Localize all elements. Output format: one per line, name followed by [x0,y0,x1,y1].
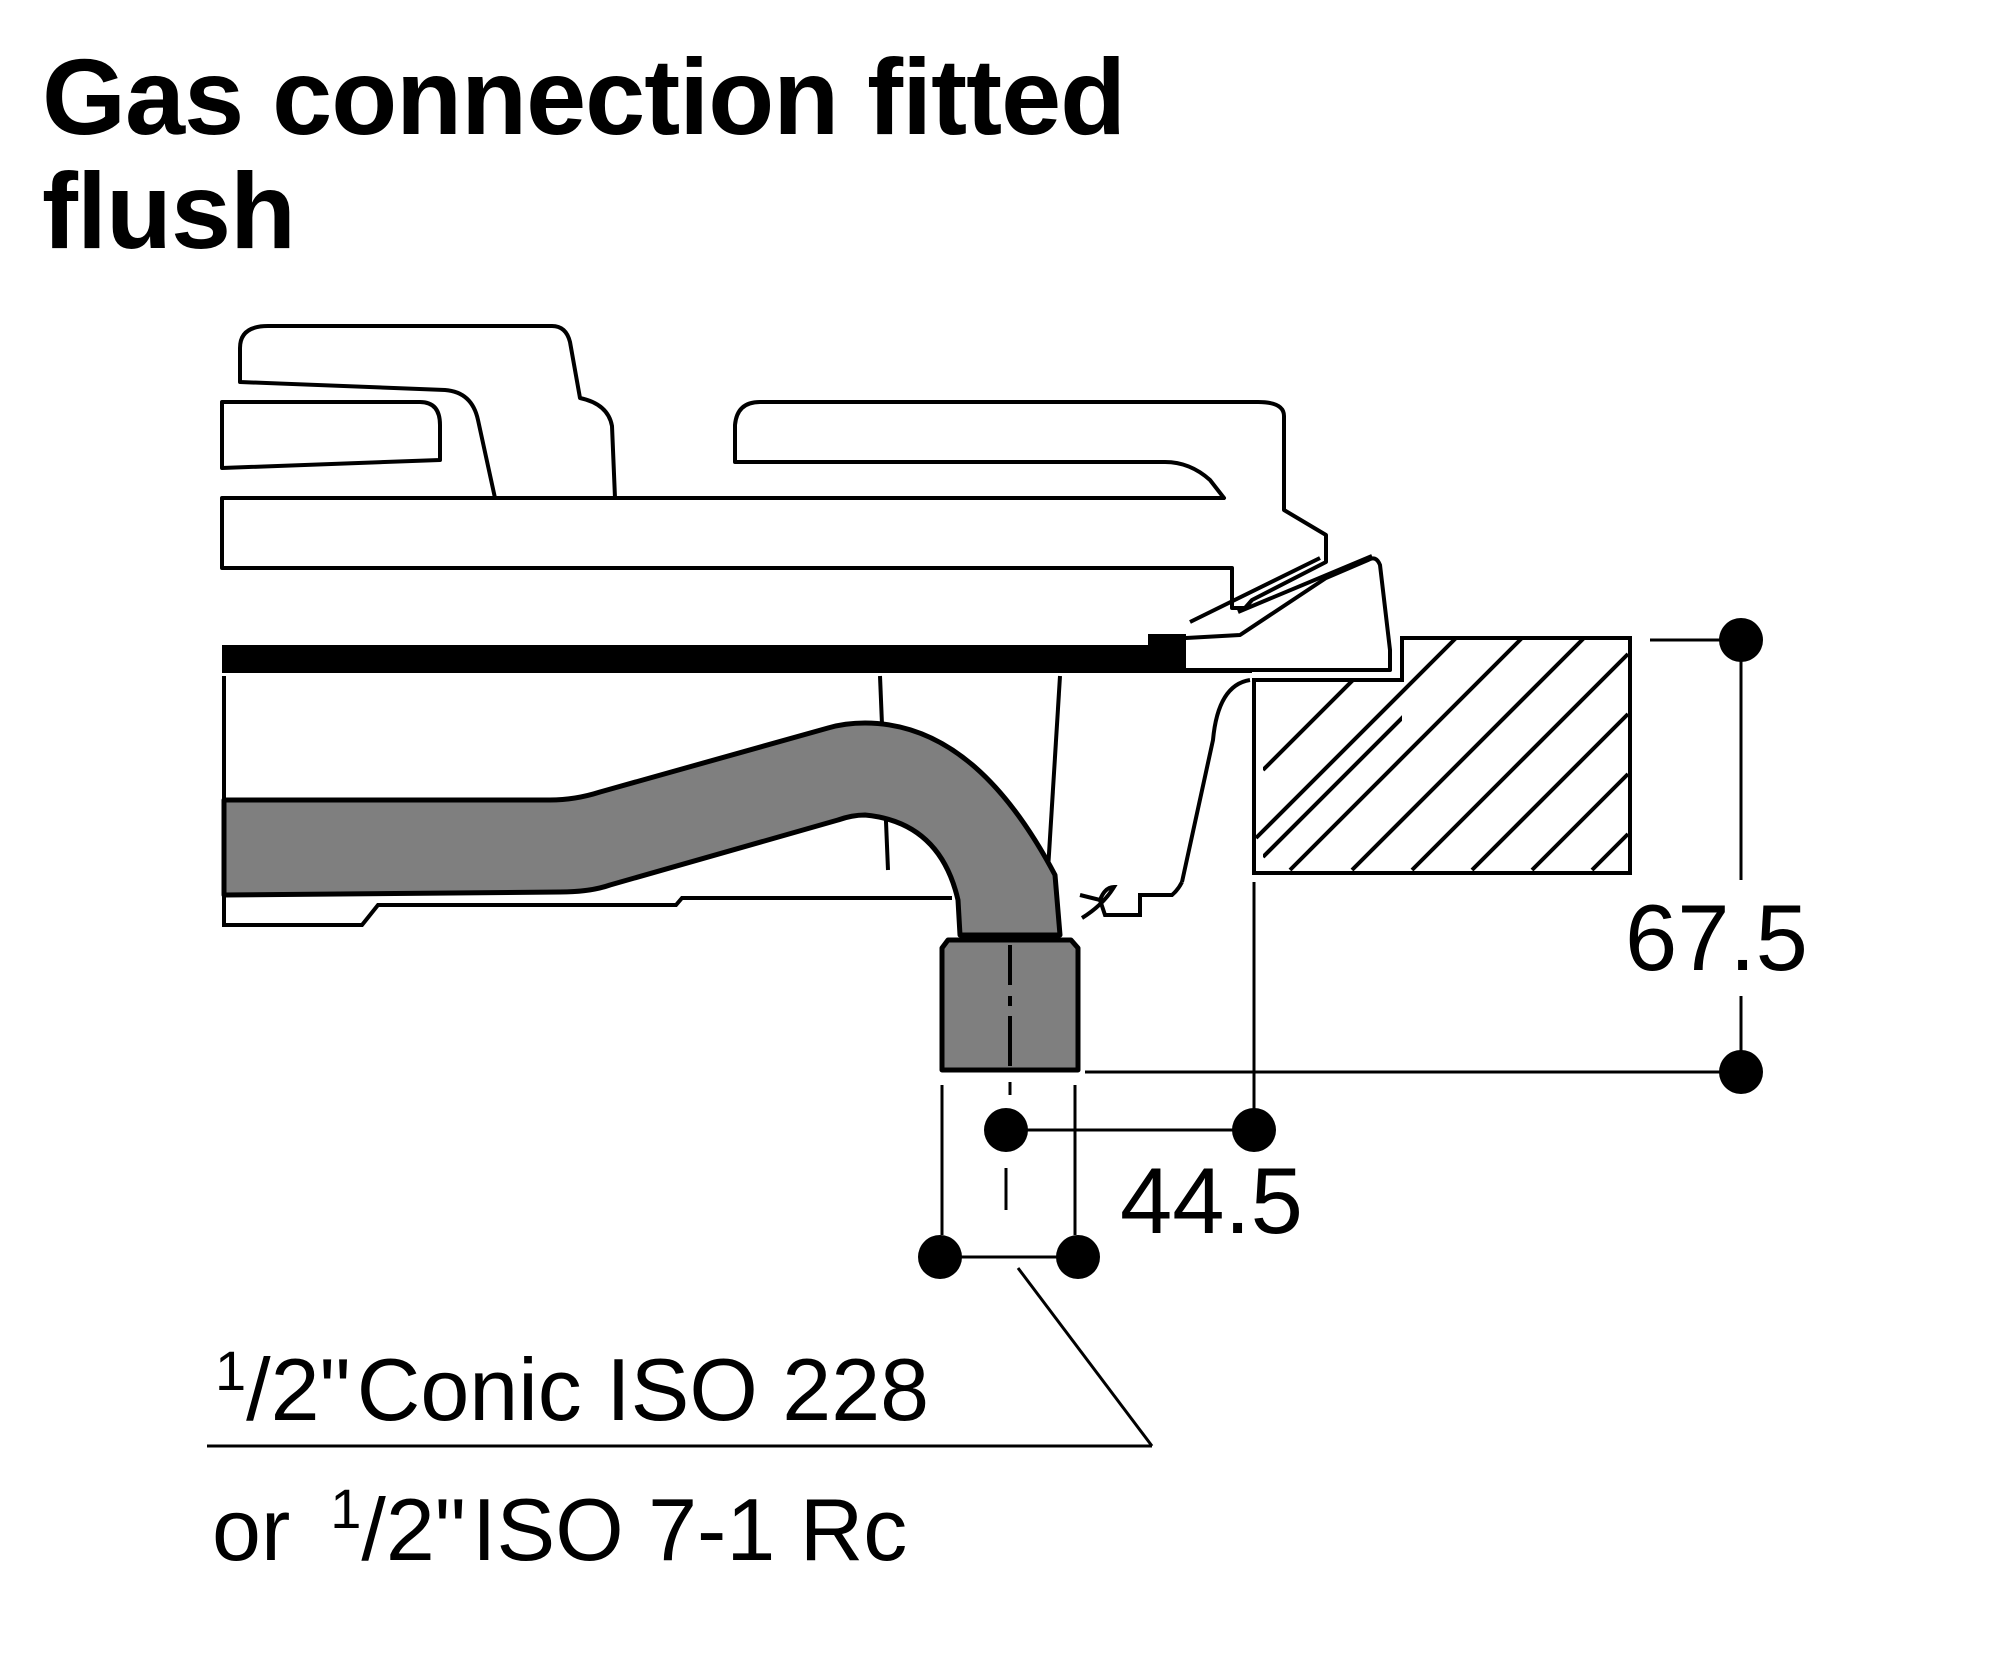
thread-dimension-dot-right [1056,1235,1100,1279]
thread-spec-line-2-fraction: /2" [361,1480,466,1579]
offset-dimension-value: 44.5 [1120,1148,1303,1253]
clamp-black-tip [1148,634,1186,668]
thread-spec-line-2: or 1/2"ISO 7-1 Rc [212,1477,907,1579]
connection-nut [939,937,1081,1073]
hob-chassis [222,675,1251,927]
hob-body-outline [220,324,1328,610]
title-line-1: Gas connection fitted [42,36,1126,157]
offset-dimension-dot-left [984,1108,1028,1152]
thread-spec-line-1-numerator: 1 [215,1339,246,1402]
thread-spec-line-2-numerator: 1 [330,1477,361,1540]
thread-spec-line-2-text: ISO 7-1 Rc [472,1480,907,1579]
gas-pipe [221,720,1063,938]
hob-upper-housing [220,400,1328,610]
height-dimension-value: 67.5 [1625,885,1808,990]
thread-spec-line-1-fraction: /2" [246,1340,351,1439]
height-dimension-dot-bottom [1719,1050,1763,1094]
thread-spec-line-1: 1/2"Conic ISO 228 [215,1339,929,1439]
thread-spec-line-1-text: Conic ISO 228 [357,1340,929,1439]
diagram-title: Gas connection fitted flush [42,36,1126,271]
hob-glass-seal-bar [222,645,1252,673]
knob-stem [238,324,617,500]
title-line-2: flush [42,150,296,271]
hob-edge-clamp [1148,554,1392,672]
offset-dimension [1008,882,1256,1132]
offset-dimension-dot-right [1232,1108,1276,1152]
height-dimension-dot-top [1719,618,1763,662]
worktop-section [1252,636,1632,875]
thread-spec-line-2-prefix: or [212,1480,290,1579]
thread-dimension-dot-left [918,1235,962,1279]
knob-cap [220,400,442,470]
